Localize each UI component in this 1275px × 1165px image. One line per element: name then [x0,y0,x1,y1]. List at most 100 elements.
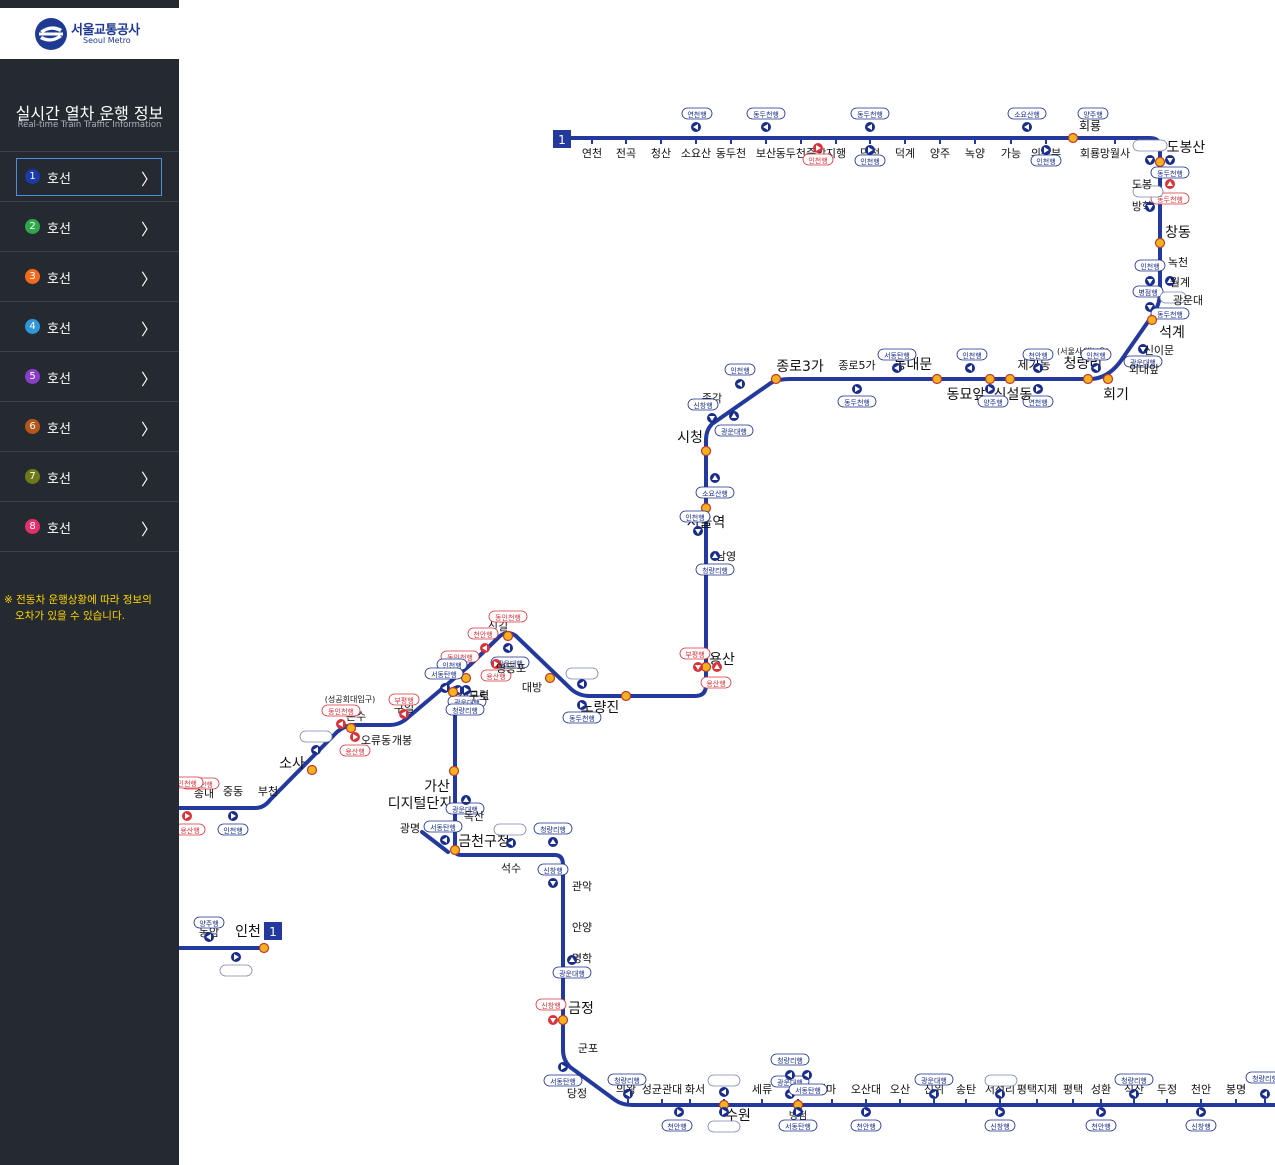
transfer-station-icon [1102,373,1114,385]
station-name: 디지털단지 [388,796,452,812]
destination-tag-label: 신창행 [543,866,562,875]
station-name: 보산 [756,147,776,160]
destination-tag [1085,1119,1117,1132]
destination-tag-label: 인천행 [442,661,461,670]
train-direction-arrow [864,1109,869,1115]
destination-tag-label: 천안행 [1091,1122,1110,1131]
station-name: 종로3가 [776,359,824,375]
destination-tag [661,1119,693,1132]
destination-tag [423,820,463,833]
station-name: 영등포 [496,662,526,675]
station-name: 동묘앞 [947,387,986,403]
destination-tag-label: 신창행 [541,1001,560,1010]
train-direction-arrow [709,416,715,421]
empty-tag [984,1074,1018,1087]
train-direction-arrow [677,1109,682,1115]
destination-tag-label: 용산행 [180,826,199,835]
logo-text-en: Seoul Metro [83,36,131,45]
destination-tag-label: 병점행 [1138,288,1157,297]
destination-tag [607,1073,647,1086]
line-number-badge: 1 [25,169,40,184]
destination-tag-label: 용산행 [486,672,505,681]
sidebar: 서울교통공사 Seoul Metro 실시간 열차 운행 정보 Real-tim… [0,0,179,1165]
station-name: 인천 [235,924,261,940]
station-name: 전곡 [616,147,636,160]
train-direction-arrow [569,957,575,962]
destination-tag [1114,1073,1154,1086]
destination-tag-label: 용산행 [706,679,725,688]
destination-tag [1022,348,1054,361]
train-direction-arrow [442,837,447,843]
destination-tag [339,744,371,757]
destination-tag-label: 인천행 [962,351,981,360]
destination-tag [488,610,528,623]
line-label: 호선 [47,372,71,387]
destination-tag-label: 부평행 [685,650,704,659]
station-name: 오산대 [851,1083,881,1096]
destination-tag [770,1053,810,1066]
destination-tag-label: 소요산행 [702,489,728,498]
station-name: 외대앞 [1129,363,1159,376]
logo[interactable]: 서울교통공사 Seoul Metro [0,8,179,59]
destination-tag-label: 양주행 [199,919,218,928]
line-number-badge: 7 [25,469,40,484]
train-direction-arrow [353,734,358,740]
transfer-station-icon [1146,314,1158,326]
destination-tag [679,647,711,660]
destination-tag-label: 소요산행 [1014,110,1040,119]
station-name: 화서 [685,1083,705,1096]
station-name: 군포 [578,1042,598,1055]
destination-tag [543,1074,583,1087]
destination-tag-label: 청량리행 [452,706,478,715]
train-direction-arrow [1140,347,1146,352]
destination-tag [388,693,420,706]
chevron-right-icon: 〉 [141,520,158,539]
train-direction-arrow [1035,365,1040,371]
station-name: 오류동 [361,734,391,747]
destination-tag-label: 청량리행 [1121,1076,1147,1085]
transfer-station-icon [449,844,461,856]
train-direction-arrow [712,553,718,558]
station-name: 중동 [223,785,243,798]
station-name: 안양 [572,921,592,934]
train-direction-arrow [463,797,469,802]
station-name: 관악 [572,880,592,893]
station-name: 도봉산 [1167,140,1206,156]
destination-tag [714,424,754,437]
destination-tag [562,711,602,724]
destination-tag-label: 광운대행 [721,427,747,436]
station-name: 회룡 [1080,147,1100,160]
transfer-station-icon [984,373,996,385]
station-name: 평택지제 [1017,1083,1057,1096]
destination-tag-label: 동인천행 [179,779,197,788]
line-number-badge: 8 [25,519,40,534]
train-direction-arrow [894,365,899,371]
station-name: 동두천 [716,146,746,160]
destination-tag [956,348,988,361]
destination-tag [837,395,877,408]
page-title: 실시간 열차 운행 정보 [15,104,164,123]
station-name: 석수 [501,862,521,875]
destination-tag-label: 부평행 [394,696,413,705]
destination-tag-label: 청량리행 [540,825,566,834]
train-direction-arrow [505,645,510,651]
destination-tag-label: 동인천행 [447,653,473,662]
train-direction-arrow [855,386,860,392]
train-direction-arrow [1099,1109,1104,1115]
destination-tag-label: 동두천행 [1157,310,1183,319]
train-direction-arrow [464,687,469,693]
chevron-right-icon: 〉 [141,470,158,489]
destination-tag-label: 동두천행 [753,110,779,119]
station-name: 금천구청 [458,834,510,850]
destination-tag-label: 동두천행 [569,714,595,723]
destination-tag-label: 광운대행 [921,1076,947,1085]
station-name: 두정 [1157,1083,1177,1096]
